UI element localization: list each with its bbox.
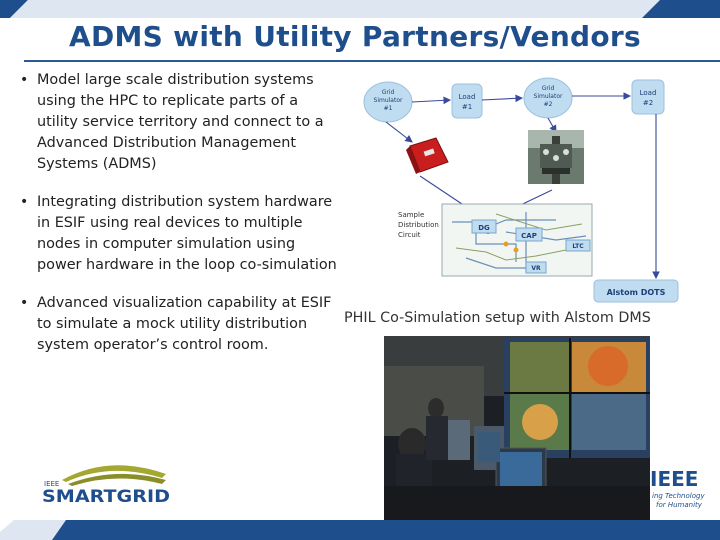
slide-title: ADMS with Utility Partners/Vendors [68, 20, 642, 53]
diagram-caption: PHIL Co-Simulation setup with Alstom DMS [344, 310, 651, 326]
load-1-node: Load #1 [451, 83, 483, 119]
load-2-label-b: #2 [643, 99, 653, 107]
svg-text:CAP: CAP [521, 232, 537, 240]
sample-circuit-label-a: Sample [398, 211, 424, 219]
grid-sim-1-label-c: #1 [384, 105, 393, 112]
title-divider [24, 60, 720, 62]
svg-text:IEEE: IEEE [44, 480, 59, 488]
vr-label: VR [525, 261, 547, 274]
svg-text:VR: VR [531, 265, 541, 272]
grid-sim-2-label-b: Simulator [534, 93, 563, 100]
bottom-banner [0, 520, 720, 540]
phil-diagram: Grid Simulator #1 Load #1 Grid Simulator… [363, 77, 679, 303]
grid-sim-1-label-b: Simulator [374, 97, 403, 104]
bullet-visualization: Advanced visualization capability at ESI… [18, 293, 338, 356]
ieee-logo: IEEE ing Technology for Humanity [650, 467, 705, 509]
bullet-hpc: Model large scale distribution systems u… [18, 70, 338, 175]
svg-text:SMARTGRID: SMARTGRID [42, 487, 170, 506]
control-room-photo [384, 336, 650, 522]
load-1-label-b: #1 [462, 103, 472, 111]
load-2-node: Load #2 [631, 79, 665, 115]
top-banner [0, 0, 720, 18]
load-2-label-a: Load [640, 89, 657, 97]
ieee-smartgrid-logo: IEEE SMARTGRID [42, 465, 170, 506]
load-1-label-a: Load [459, 93, 476, 101]
svg-text:for Humanity: for Humanity [656, 501, 703, 509]
sample-circuit-label-c: Circuit [398, 231, 421, 239]
grid-sim-2-label-c: #2 [544, 101, 553, 108]
grid-sim-2-label-a: Grid [542, 85, 555, 92]
svg-text:Alstom DOTS: Alstom DOTS [607, 288, 666, 297]
dg-label: DG [471, 219, 497, 234]
grid-simulator-2-node: Grid Simulator #2 [523, 77, 573, 119]
alstom-dots-node: Alstom DOTS [593, 279, 679, 303]
inverter-device-image [406, 137, 449, 174]
svg-text:IEEE: IEEE [650, 467, 698, 491]
pole-equipment-image [528, 130, 584, 184]
cap-label: CAP [515, 227, 543, 242]
sample-circuit-label-b: Distribution [398, 221, 439, 229]
bullet-list: Model large scale distribution systems u… [18, 70, 338, 373]
grid-sim-1-label-a: Grid [382, 89, 395, 96]
ltc-label: LTC [565, 239, 591, 252]
grid-simulator-1-node: Grid Simulator #1 [363, 81, 413, 123]
svg-text:LTC: LTC [572, 243, 584, 250]
bullet-hardware: Integrating distribution system hardware… [18, 192, 338, 276]
svg-text:DG: DG [478, 224, 490, 232]
svg-text:ing Technology: ing Technology [652, 492, 705, 500]
